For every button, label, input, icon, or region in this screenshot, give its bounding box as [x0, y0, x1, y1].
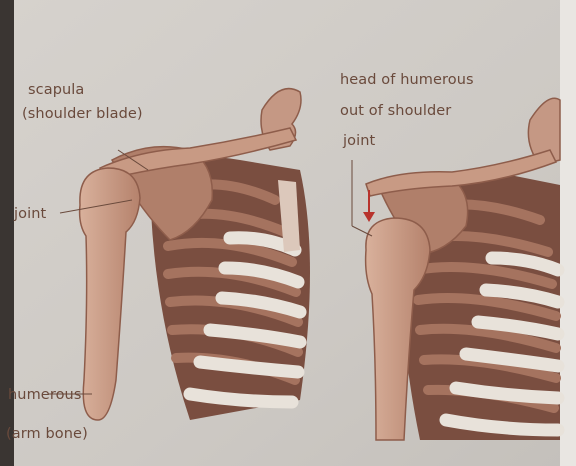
head-of-humerous-label-line1: head of humerous	[340, 70, 474, 90]
head-of-humerous-label-line2: out of shoulder	[340, 101, 451, 121]
scapula-label: scapula	[28, 80, 84, 100]
head-of-humerous-label-line3: joint	[343, 131, 375, 151]
scapula-sub-label: (shoulder blade)	[22, 104, 143, 124]
humerous-sub-label: (arm bone)	[6, 424, 88, 444]
humerous-label: humerous	[8, 385, 81, 405]
joint-label: joint	[14, 204, 46, 224]
